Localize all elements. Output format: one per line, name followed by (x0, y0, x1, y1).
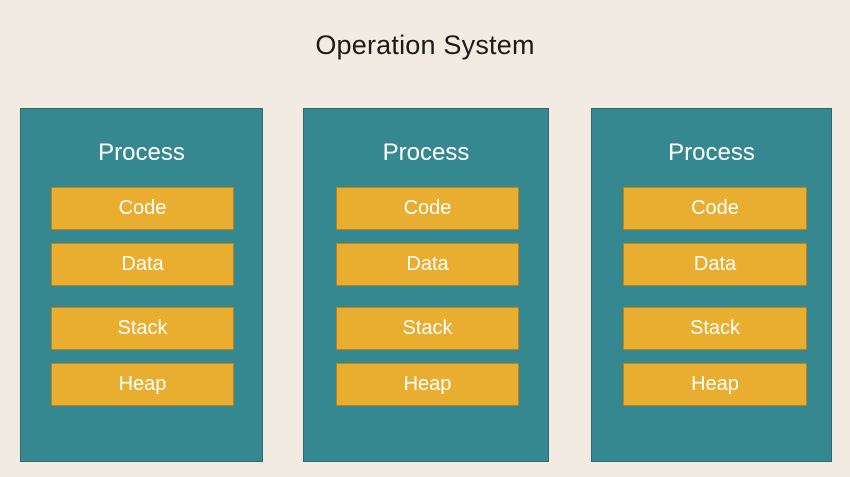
process-box-1: Process Code Data Stack Heap (20, 108, 263, 462)
segment-code: Code (336, 187, 519, 230)
segment-code: Code (623, 187, 807, 230)
segment-data: Data (336, 243, 519, 286)
process-label: Process (668, 139, 755, 166)
segment-data: Data (623, 243, 807, 286)
segment-heap: Heap (623, 363, 807, 406)
segment-heap: Heap (51, 363, 234, 406)
process-label: Process (382, 139, 470, 166)
process-label: Process (98, 139, 185, 166)
segment-heap: Heap (336, 363, 519, 406)
diagram-title: Operation System (315, 30, 535, 60)
segment-data: Data (51, 243, 234, 286)
segment-stack: Stack (336, 307, 519, 350)
segment-code: Code (51, 187, 234, 230)
segment-stack: Stack (51, 307, 234, 350)
process-box-2: Process Code Data Stack Heap (303, 108, 549, 462)
process-box-3: Process Code Data Stack Heap (591, 108, 832, 462)
segment-stack: Stack (623, 307, 807, 350)
